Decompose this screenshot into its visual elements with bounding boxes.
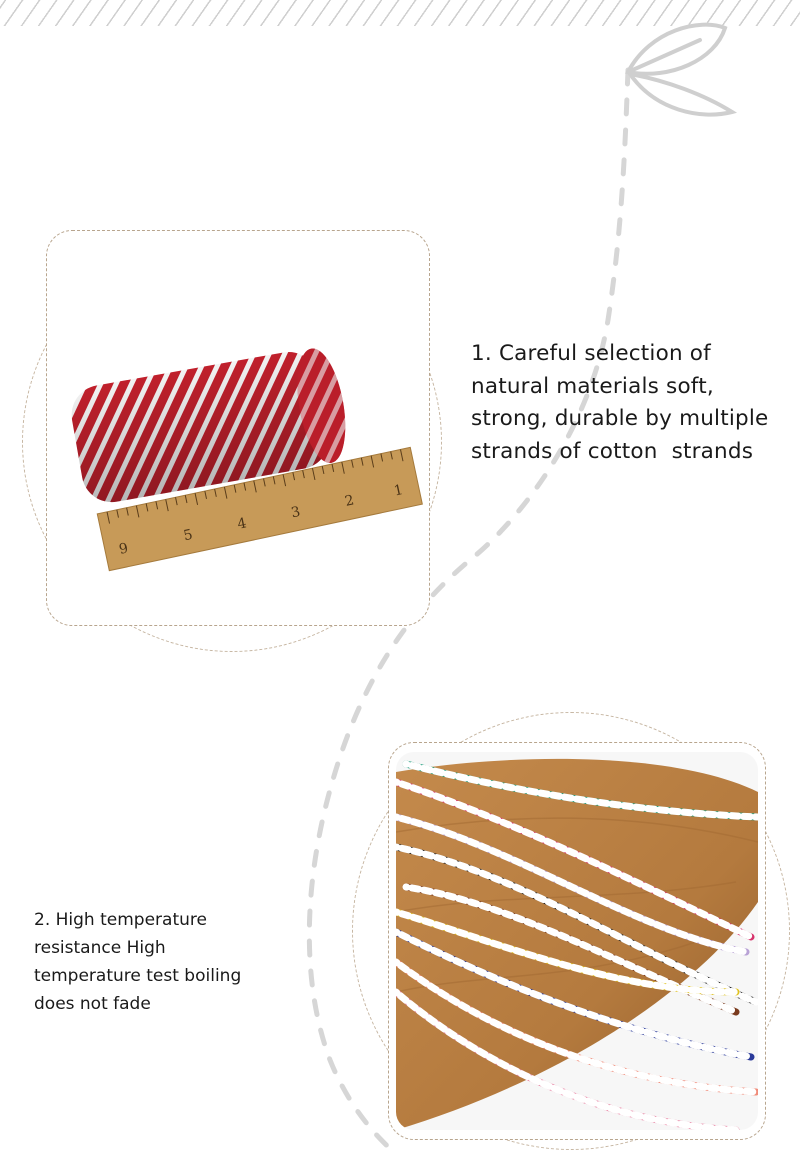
feature-2-caption: 2. High temperature resistance High temp… [34,910,242,1014]
ruler-number: 4 [236,515,248,533]
feature-1-photo: 9 5 4 3 2 1 [60,310,426,580]
top-hatch-border [0,0,800,26]
ruler-number: 1 [392,482,404,500]
feature-2-photo [396,752,758,1130]
feature-1-caption: 1. Careful selection of natural material… [471,341,769,464]
colorful-twine-strands [396,752,758,1130]
feature-2-dashed-ring [352,712,790,1150]
ruler-number: 2 [344,492,356,510]
twine-spool-with-ruler: 9 5 4 3 2 1 [71,348,423,572]
ruler-number: 5 [182,527,194,545]
ruler-number: 9 [118,540,130,558]
leaf-icon [624,22,738,117]
ruler-number: 3 [290,504,302,522]
